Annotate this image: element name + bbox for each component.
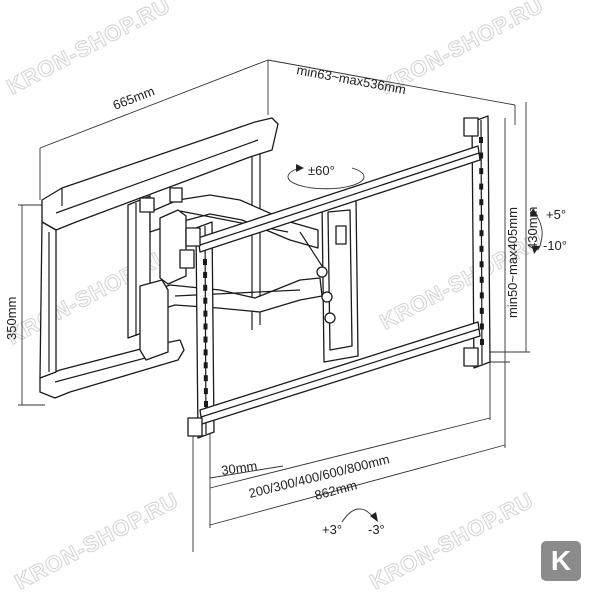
dimension-lines <box>18 59 530 552</box>
vesa-slot <box>203 271 208 278</box>
label-vesa-vertical-max: 430mm <box>525 207 540 250</box>
label-tilt-up: +5° <box>546 207 566 222</box>
watermark-4: KRON-SHOP.RU <box>376 227 548 334</box>
vesa-slot <box>203 284 208 291</box>
label-vesa-vertical: min50~max405mm <box>505 207 520 318</box>
label-plate-offset: 30mm <box>220 458 258 478</box>
kron-logo: K <box>541 541 581 581</box>
dim-30-line <box>209 465 284 479</box>
vesa-slot <box>479 292 484 299</box>
swivel-arrow-icon <box>287 167 365 190</box>
vesa-slot <box>479 230 484 237</box>
roll-arrow-icon <box>341 508 375 523</box>
vesa-slot <box>203 259 207 265</box>
tv-bracket <box>185 115 491 439</box>
lower-arm <box>149 277 323 313</box>
dim-extension-line <box>267 59 516 106</box>
vesa-slot <box>479 245 484 252</box>
vesa-slot <box>203 297 208 304</box>
vesa-slot <box>479 199 484 206</box>
vesa-slot <box>203 336 208 343</box>
vesa-slot <box>479 168 484 175</box>
label-swivel: ±60° <box>308 163 335 178</box>
vesa-slot <box>203 375 208 382</box>
label-arm-extension: min63~max536mm <box>295 62 407 97</box>
dim-665-line <box>39 59 269 149</box>
wall-plate <box>39 117 279 399</box>
vesa-holes-left <box>203 259 208 407</box>
wall-plate-post <box>39 221 57 379</box>
vesa-slot <box>479 323 484 330</box>
vesa-slot <box>204 401 208 407</box>
elbow-lower <box>139 279 169 361</box>
watermark-5: KRON-SHOP.RU <box>11 487 183 594</box>
vesa-slot <box>479 307 484 314</box>
dim-862-line <box>209 444 506 526</box>
vesa-slot <box>480 339 484 345</box>
vesa-slot <box>203 323 208 330</box>
vesa-slot <box>479 261 484 268</box>
label-tilt-down: -10° <box>543 238 567 253</box>
arms <box>139 187 359 363</box>
vesa-slot <box>479 152 484 159</box>
vesa-slot <box>203 310 208 317</box>
label-wall-plate-height: 350mm <box>4 297 19 340</box>
vesa-slot <box>479 183 484 190</box>
swivel-arrowhead <box>296 164 304 172</box>
label-roll-cw: +3° <box>322 522 342 537</box>
vesa-slot <box>479 214 484 221</box>
dim-vesa-h-line <box>209 417 491 489</box>
rotation-indicators <box>287 164 543 523</box>
vesa-slot <box>479 137 483 143</box>
vesa-holes-right <box>479 137 484 345</box>
vesa-slot <box>203 362 208 369</box>
label-roll-ccw: -3° <box>368 522 385 537</box>
vesa-slot <box>479 276 484 283</box>
watermark-6: KRON-SHOP.RU <box>366 487 538 594</box>
vesa-slot <box>203 388 208 395</box>
vesa-slot <box>203 349 208 356</box>
label-wall-plate-width: 665mm <box>111 83 157 113</box>
elbow-upper <box>159 209 187 285</box>
